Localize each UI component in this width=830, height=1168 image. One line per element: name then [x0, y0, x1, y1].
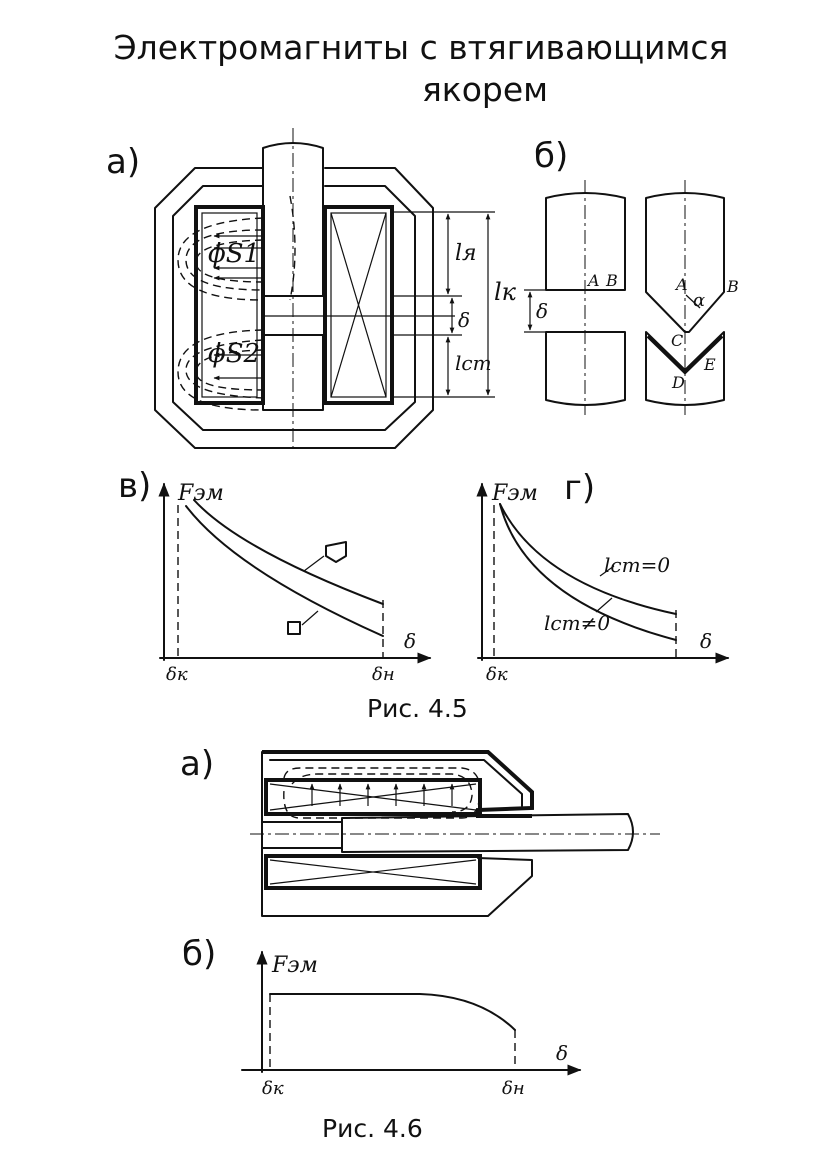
fig46-y-axis-label: Fэм	[271, 953, 318, 978]
flux-s2-label: ϕS2	[208, 339, 260, 369]
g-curve-upper-label: lст=0	[604, 553, 670, 577]
conical-stop	[645, 331, 725, 406]
lower-coil	[264, 854, 482, 890]
upper-coil	[264, 778, 482, 816]
title-line-1: Электромагниты с втягивающимся	[113, 28, 729, 67]
coil-window-right	[323, 205, 394, 405]
v-x-start: δк	[166, 664, 188, 685]
fig45-b-pole-shapes: δ A B A B α C D E	[524, 180, 739, 415]
fig45-panel-b-label: б)	[534, 136, 569, 176]
v-x-end: δн	[372, 664, 395, 685]
curve-lst-zero	[499, 503, 677, 615]
curve-46	[269, 993, 516, 1031]
g-x-start: δк	[486, 664, 508, 685]
g-curve-lower-label: lст≠0	[544, 611, 610, 635]
curve-flat-pole	[185, 505, 384, 637]
flux-s1-label: ϕS1	[208, 239, 260, 269]
fig46-a-electromagnet	[250, 750, 660, 917]
fig45-panel-g-label: г)	[564, 468, 596, 508]
fig46-x-axis-label: δ	[556, 1041, 568, 1065]
coil-cross	[330, 212, 387, 398]
fig46-b-force-graph: Fэм δ δк δн	[241, 950, 582, 1099]
g-x-axis-label: δ	[700, 629, 712, 653]
point-c: C	[671, 331, 683, 350]
coil-window-left	[194, 205, 265, 405]
gap-label-b: δ	[536, 299, 548, 323]
conical-armature	[645, 192, 725, 333]
point-b-2: B	[726, 277, 739, 296]
curve-lst-nonzero	[499, 503, 677, 641]
dim-stop-label: lст	[455, 351, 492, 375]
point-b-1: B	[605, 271, 618, 290]
armature	[262, 142, 324, 297]
point-d: D	[671, 373, 685, 392]
stop	[262, 334, 324, 411]
dim-armature-label: lя	[455, 241, 477, 266]
fig45-v-force-graph: Fэм δ δк δн	[158, 481, 432, 685]
dim-coil-label: lк	[494, 278, 517, 306]
title-line-2: якорем	[421, 70, 549, 109]
point-e: E	[703, 355, 716, 374]
fig45-panel-v-label: в)	[118, 466, 152, 506]
fig45-g-force-graph: Fэм δ δк lст=0 lст≠0	[476, 481, 730, 685]
dim-gap-label: δ	[458, 308, 470, 332]
curve-cone-pole	[193, 499, 384, 605]
plunger-46	[341, 813, 634, 853]
fig45-a-electromagnet: ϕS1 ϕS2 lя δ lст lк	[154, 128, 517, 450]
fig46-x-end: δн	[502, 1078, 525, 1099]
v-x-axis-label: δ	[404, 629, 416, 653]
point-a-2: A	[674, 275, 688, 294]
fig46-panel-a-label: а)	[180, 744, 215, 784]
v-y-axis-label: Fэм	[177, 481, 224, 506]
g-y-axis-label: Fэм	[491, 481, 538, 506]
flat-stop	[545, 331, 626, 406]
yoke-outline	[154, 167, 434, 449]
fig45-caption: Рис. 4.5	[367, 694, 468, 723]
point-a-1: A	[586, 271, 600, 290]
flat-armature	[545, 192, 626, 291]
fig45-panel-a-label: а)	[106, 142, 141, 182]
angle-label: α	[693, 290, 705, 311]
fig46-panel-b-label: б)	[182, 934, 217, 974]
fig46-caption: Рис. 4.6	[322, 1114, 423, 1143]
fig46-x-start: δк	[262, 1078, 284, 1099]
